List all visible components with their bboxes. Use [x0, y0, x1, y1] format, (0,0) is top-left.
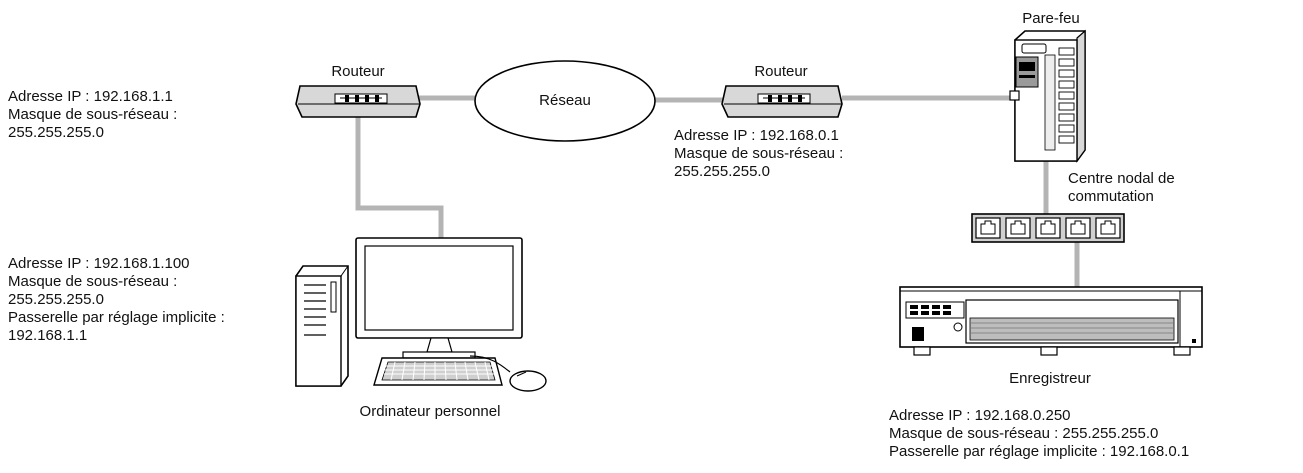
router-left-title: Routeur	[331, 63, 385, 80]
router-left-device	[295, 85, 421, 118]
router-right-ip: Adresse IP : 192.168.0.1	[674, 127, 839, 144]
hub-label-line-1: Centre nodal de	[1068, 170, 1175, 187]
pc-ip: Adresse IP : 192.168.1.100	[8, 255, 190, 272]
recorder-gateway: Passerelle par réglage implicite : 192.1…	[889, 443, 1190, 460]
pc-keyboard-device	[373, 357, 503, 386]
hub-label-line-2: commutation	[1068, 188, 1154, 205]
recorder-ip: Adresse IP : 192.168.0.250	[889, 407, 1071, 424]
pc-tower-device	[295, 265, 349, 387]
recorder-info: Adresse IP : 192.168.0.250 Masque de sou…	[889, 407, 1189, 461]
pc-info: Adresse IP : 192.168.1.100 Masque de sou…	[8, 255, 225, 345]
recorder-mask: Masque de sous-réseau : 255.255.255.0	[889, 425, 1159, 442]
router-right-device	[721, 85, 843, 118]
connection-links	[355, 95, 1080, 287]
router-left-mask-value: 255.255.255.0	[8, 124, 104, 141]
router-left-ip: Adresse IP : 192.168.1.1	[8, 88, 173, 105]
network-cloud	[474, 60, 656, 142]
recorder-caption: Enregistreur	[1009, 370, 1091, 387]
switching-hub-device	[971, 213, 1125, 243]
pc-gateway-label: Passerelle par réglage implicite :	[8, 309, 225, 326]
network-label: Réseau	[539, 92, 591, 109]
link-router-left-pc	[355, 115, 444, 238]
router-right-mask-value: 255.255.255.0	[674, 163, 770, 180]
recorder-device	[899, 286, 1203, 356]
hub-label: Centre nodal de commutation	[1068, 170, 1175, 206]
router-left-mask-label: Masque de sous-réseau :	[8, 106, 178, 123]
pc-monitor-device	[355, 237, 523, 359]
firewall-device	[1009, 29, 1086, 163]
firewall-title: Pare-feu	[1022, 10, 1080, 27]
router-right-info: Adresse IP : 192.168.0.1 Masque de sous-…	[674, 127, 843, 181]
router-left-info: Adresse IP : 192.168.1.1 Masque de sous-…	[8, 88, 177, 142]
pc-mask-value: 255.255.255.0	[8, 291, 104, 308]
router-right-title: Routeur	[754, 63, 808, 80]
router-right-mask-label: Masque de sous-réseau :	[674, 145, 844, 162]
pc-mask-label: Masque de sous-réseau :	[8, 273, 178, 290]
pc-caption: Ordinateur personnel	[359, 403, 501, 420]
pc-mouse-device	[469, 355, 547, 392]
pc-gateway-value: 192.168.1.1	[8, 327, 88, 344]
